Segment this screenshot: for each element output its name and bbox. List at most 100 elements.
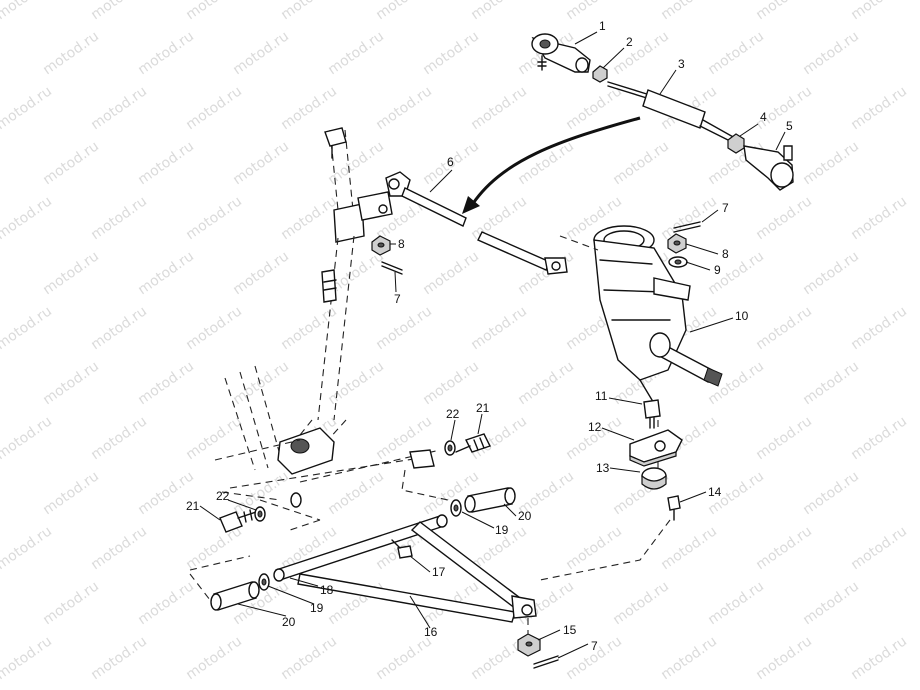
cotter-pin-left <box>381 261 403 275</box>
spindle <box>593 225 723 411</box>
hex-bolt-14 <box>667 495 681 521</box>
callout-22-upper: 22 <box>446 407 460 421</box>
grease-fitting <box>391 539 413 559</box>
washer-19-left <box>258 573 270 591</box>
watermark-text: motod.ru <box>848 523 910 573</box>
watermark-text: motod.ru <box>40 248 102 298</box>
callout-5: 5 <box>786 119 793 133</box>
watermark-text: motod.ru <box>88 193 150 243</box>
callout-20-left: 20 <box>282 615 296 629</box>
watermark-text: motod.ru <box>705 28 767 78</box>
watermark-text: motod.ru <box>135 248 197 298</box>
watermark-text: motod.ru <box>278 633 340 683</box>
callout-1: 1 <box>599 19 606 33</box>
watermark-text: motod.ru <box>800 578 862 628</box>
watermark-text: motod.ru <box>658 633 720 683</box>
callout-4: 4 <box>760 110 767 124</box>
watermark-text: motod.ru <box>800 358 862 408</box>
watermark-text: motod.ru <box>325 468 387 518</box>
watermark-text: motod.ru <box>420 248 482 298</box>
watermark-text: motod.ru <box>0 83 55 133</box>
callout-8-left: 8 <box>398 237 405 251</box>
nut-left <box>371 235 391 256</box>
watermark-text: motod.ru <box>278 193 340 243</box>
tie-rod-end-right <box>743 145 794 191</box>
watermark-text: motod.ru <box>800 138 862 188</box>
watermark-text: motod.ru <box>278 303 340 353</box>
watermark-text: motod.ru <box>183 523 245 573</box>
watermark-text: motod.ru <box>0 0 55 23</box>
tie-rod <box>385 171 568 275</box>
nut-15 <box>517 633 541 657</box>
washer-22-lower <box>254 506 266 522</box>
watermark-text: motod.ru <box>135 358 197 408</box>
bolt-21-upper <box>455 433 491 453</box>
watermark-text: motod.ru <box>135 578 197 628</box>
watermark-text: motod.ru <box>230 358 292 408</box>
watermark-text: motod.ru <box>420 28 482 78</box>
watermark-text: motod.ru <box>468 0 530 23</box>
watermark-text: motod.ru <box>468 83 530 133</box>
watermark-text: motod.ru <box>230 28 292 78</box>
ball-joint-plate <box>629 429 683 467</box>
watermark-text: motod.ru <box>610 138 672 188</box>
bushing-20-left <box>210 581 260 611</box>
watermark-text: motod.ru <box>88 303 150 353</box>
callout-20-right: 20 <box>518 509 532 523</box>
steering-post <box>279 127 393 461</box>
tie-rod-end-left <box>531 33 591 73</box>
callout-18: 18 <box>320 583 334 597</box>
watermark-text: motod.ru <box>278 83 340 133</box>
watermark-text: motod.ru <box>325 28 387 78</box>
watermark-text: motod.ru <box>753 83 815 133</box>
callout-11: 11 <box>595 389 608 403</box>
steering-post-lower <box>321 269 337 303</box>
dash-a-arm-left <box>189 555 251 601</box>
watermark-text: motod.ru <box>88 633 150 683</box>
watermark-text: motod.ru <box>88 0 150 23</box>
watermark-text: motod.ru <box>658 193 720 243</box>
callout-21-upper: 21 <box>476 401 490 415</box>
watermark-text: motod.ru <box>610 28 672 78</box>
callout-17: 17 <box>432 565 446 579</box>
watermark-text: motod.ru <box>468 193 530 243</box>
watermark-text: motod.ru <box>658 523 720 573</box>
callout-14: 14 <box>708 485 722 499</box>
cotter-pin-right <box>673 221 701 233</box>
watermark-text: motod.ru <box>753 0 815 23</box>
dash-tie-rod-to-spindle <box>559 235 599 251</box>
watermark-text: motod.ru <box>0 413 55 463</box>
watermark-text: motod.ru <box>230 248 292 298</box>
cotter-pin-bottom <box>533 655 559 669</box>
ball-joint <box>641 467 667 490</box>
callout-8-right: 8 <box>722 247 729 261</box>
washer-frame <box>290 492 302 508</box>
watermark-text: motod.ru <box>40 578 102 628</box>
watermark-text: motod.ru <box>515 358 577 408</box>
watermark-text: motod.ru <box>420 358 482 408</box>
watermark-text: motod.ru <box>183 0 245 23</box>
watermark-text: motod.ru <box>183 193 245 243</box>
ball-joint-bolt <box>643 399 661 429</box>
callout-19-right: 19 <box>495 523 509 537</box>
callout-9: 9 <box>714 263 721 277</box>
watermark-text: motod.ru <box>278 0 340 23</box>
watermark-text: motod.ru <box>183 83 245 133</box>
watermark-text: motod.ru <box>0 633 55 683</box>
watermark-text: motod.ru <box>753 303 815 353</box>
washer-22-upper <box>444 440 456 456</box>
callout-2: 2 <box>626 35 633 49</box>
watermark-text: motod.ru <box>753 633 815 683</box>
watermark-text: motod.ru <box>753 413 815 463</box>
watermark-text: motod.ru <box>563 0 625 23</box>
callout-10: 10 <box>735 309 749 323</box>
nut-right <box>667 233 687 254</box>
watermark-text: motod.ru <box>705 578 767 628</box>
watermark-text: motod.ru <box>848 83 910 133</box>
frame-section <box>214 365 449 531</box>
callout-7-left: 7 <box>394 292 401 306</box>
watermark-text: motod.ru <box>373 303 435 353</box>
watermark-text: motod.ru <box>135 138 197 188</box>
callout-6: 6 <box>447 155 454 169</box>
